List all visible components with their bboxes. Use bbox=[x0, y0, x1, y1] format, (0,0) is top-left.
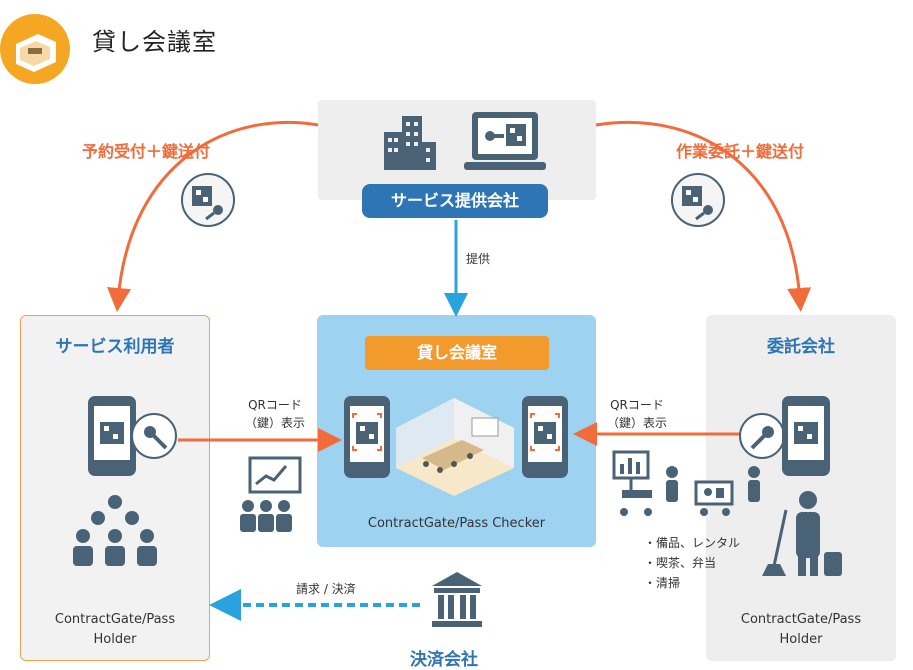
smartphone-key-icon bbox=[88, 396, 177, 476]
checker-caption: ContractGate/Pass Checker bbox=[367, 516, 546, 531]
payment-company-label: 決済会社 bbox=[410, 650, 478, 670]
bank-icon bbox=[432, 572, 482, 627]
venue-badge: 貸し会議室 bbox=[365, 336, 549, 370]
smartphone-qr-icon bbox=[522, 396, 568, 478]
qr-key-icon bbox=[181, 173, 235, 227]
qr-key-icon bbox=[671, 173, 725, 227]
page-title: 貸し会議室 bbox=[92, 28, 217, 56]
holder-left-line2: Holder bbox=[93, 632, 137, 647]
qr-label-right-2: （鍵）表示 bbox=[606, 416, 667, 430]
cleaning-staff-icon bbox=[762, 491, 842, 576]
meeting-room-icon bbox=[0, 14, 70, 84]
service-user-panel bbox=[20, 315, 210, 661]
task-item: ・備品、レンタル bbox=[644, 536, 741, 550]
holder-right-line2: Holder bbox=[779, 632, 823, 647]
service-provider-badge: サービス提供会社 bbox=[362, 184, 548, 218]
qr-label-left-1: QRコード bbox=[248, 398, 302, 412]
billing-label: 請求 / 決済 bbox=[296, 582, 356, 596]
smartphone-key-icon bbox=[739, 396, 830, 476]
laptop-icon bbox=[464, 112, 546, 170]
task-item: ・清掃 bbox=[644, 576, 681, 590]
meeting-room-illustration bbox=[396, 398, 514, 496]
building-icon bbox=[384, 116, 436, 170]
presentation-icon bbox=[240, 456, 302, 532]
contractor-panel bbox=[706, 315, 896, 661]
outsourcing-label: 作業委託＋鍵送付 bbox=[676, 142, 805, 161]
holder-left-line1: ContractGate/Pass bbox=[54, 612, 176, 627]
arrow-outsourcing bbox=[595, 120, 812, 312]
provide-label: 提供 bbox=[466, 252, 491, 266]
arrow-reservation bbox=[107, 120, 319, 312]
service-provider-panel bbox=[318, 100, 596, 200]
contractor-heading: 委託会社 bbox=[767, 337, 835, 357]
service-workers-icon bbox=[612, 450, 760, 516]
holder-right-line1: ContractGate/Pass bbox=[740, 612, 862, 627]
group-people-icon bbox=[73, 495, 157, 566]
task-item: ・喫茶、弁当 bbox=[644, 556, 717, 570]
qr-label-left-2: （鍵）表示 bbox=[244, 416, 305, 430]
qr-label-right-1: QRコード bbox=[610, 398, 664, 412]
service-user-heading: サービス利用者 bbox=[55, 337, 175, 357]
reservation-label: 予約受付＋鍵送付 bbox=[82, 142, 211, 161]
smartphone-qr-icon bbox=[344, 396, 390, 478]
